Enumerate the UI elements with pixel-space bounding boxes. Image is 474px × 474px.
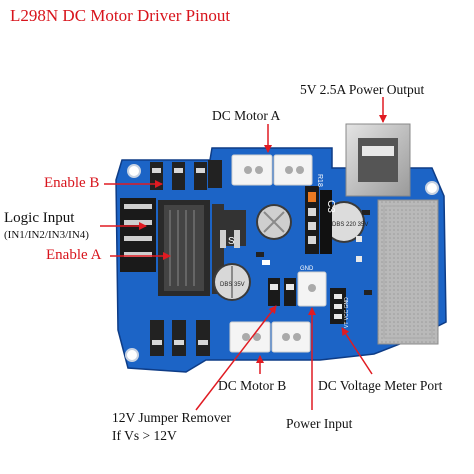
vt-vcc-gnd-silk: VT VCC GND [344,297,350,328]
usb-port [345,123,411,197]
header-pins-bottom [150,320,210,356]
jumper-label-line1: 12V Jumper Remover [112,410,231,425]
capacitor-bottom [213,263,251,301]
jumper-label-line2: If Vs > 12V [112,428,177,443]
gnd-silk: GND [300,266,314,272]
r18-silk: R18 [316,174,323,187]
shielded-module [377,199,439,345]
power-output-label: 5V 2.5A Power Output [300,82,425,97]
motor-b-terminals [229,321,311,353]
capacitor-text: DBS 220 35V DBS 35V [220,222,368,288]
motor-a-label: DC Motor A [212,108,281,123]
power-input-terminal [297,271,327,307]
cap-bottom-text: DBS 35V [220,282,245,288]
s-silk: S [228,236,235,247]
enable-a-label: Enable A [46,247,102,263]
logic-input-sublabel: (IN1/IN2/IN3/IN4) [4,229,89,241]
enable-b-label: Enable B [44,175,100,191]
enable-jumpers [305,186,332,254]
motor-b-label: DC Motor B [218,378,287,393]
capacitor-right [323,201,365,243]
voltmeter-label: DC Voltage Meter Port [318,378,443,393]
silkscreen-text: C3 R18 S GND VT VCC GND [228,174,350,328]
power-input-label: Power Input [286,416,353,431]
l298n-chip [158,200,224,296]
capacitor-top [256,204,292,240]
smd-parts [256,210,372,295]
c3-silk: C3 [325,200,336,213]
cap-top-text: DBS 220 35V [332,222,368,228]
leader-lines [100,97,387,411]
jumper-12v [268,278,296,306]
motor-a-terminals [231,154,313,186]
page-title: L298N DC Motor Driver Pinout [10,6,231,25]
voltmeter-header [330,288,346,324]
logic-input-label: Logic Input [4,210,75,226]
logic-input-header [120,198,156,272]
